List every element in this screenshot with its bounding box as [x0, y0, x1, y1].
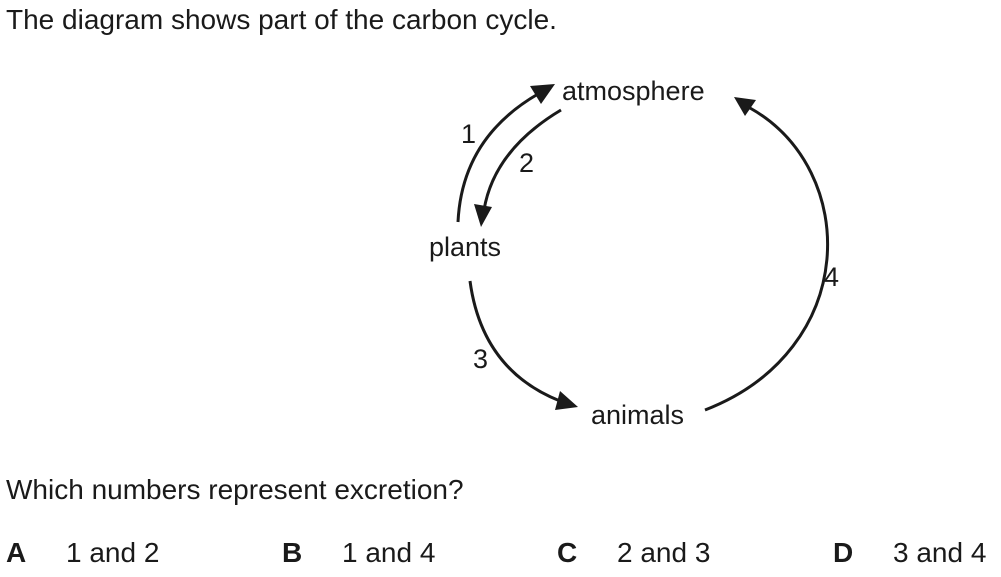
arrow-1-label: 1 — [461, 119, 476, 149]
arrow-3-label: 3 — [473, 344, 488, 374]
answer-options: A 1 and 2 B 1 and 4 C 2 and 3 D 3 and 4 — [0, 536, 1001, 572]
option-a-text: 1 and 2 — [66, 537, 160, 568]
node-atmosphere: atmosphere — [562, 76, 705, 106]
arrow-4-label: 4 — [824, 262, 839, 292]
option-a[interactable]: A 1 and 2 — [6, 536, 159, 570]
option-b[interactable]: B 1 and 4 — [282, 536, 435, 570]
arrow-2-label: 2 — [519, 148, 534, 178]
arrow-2-head — [474, 204, 492, 227]
option-d-letter: D — [833, 537, 854, 568]
intro-text: The diagram shows part of the carbon cyc… — [6, 4, 557, 35]
option-c-text: 2 and 3 — [617, 537, 711, 568]
option-b-letter: B — [282, 537, 303, 568]
arrow-3-head — [555, 391, 578, 410]
option-c[interactable]: C 2 and 3 — [557, 536, 710, 570]
arrow-2-line — [482, 108, 562, 211]
arrow-1-head — [530, 84, 555, 104]
option-c-letter: C — [557, 537, 578, 568]
option-a-letter: A — [6, 537, 27, 568]
arrow-3-line — [468, 280, 561, 403]
arrow-4-head — [734, 97, 756, 116]
node-animals: animals — [591, 400, 684, 430]
node-plants: plants — [429, 232, 501, 262]
option-d-text: 3 and 4 — [893, 537, 987, 568]
carbon-cycle-diagram: atmosphere plants animals 1 2 3 4 — [429, 76, 839, 430]
arrow-4-line — [704, 106, 830, 412]
option-d[interactable]: D 3 and 4 — [833, 536, 986, 570]
option-b-text: 1 and 4 — [342, 537, 436, 568]
arrow-1-line — [456, 92, 539, 223]
question-text: Which numbers represent excretion? — [6, 474, 464, 505]
